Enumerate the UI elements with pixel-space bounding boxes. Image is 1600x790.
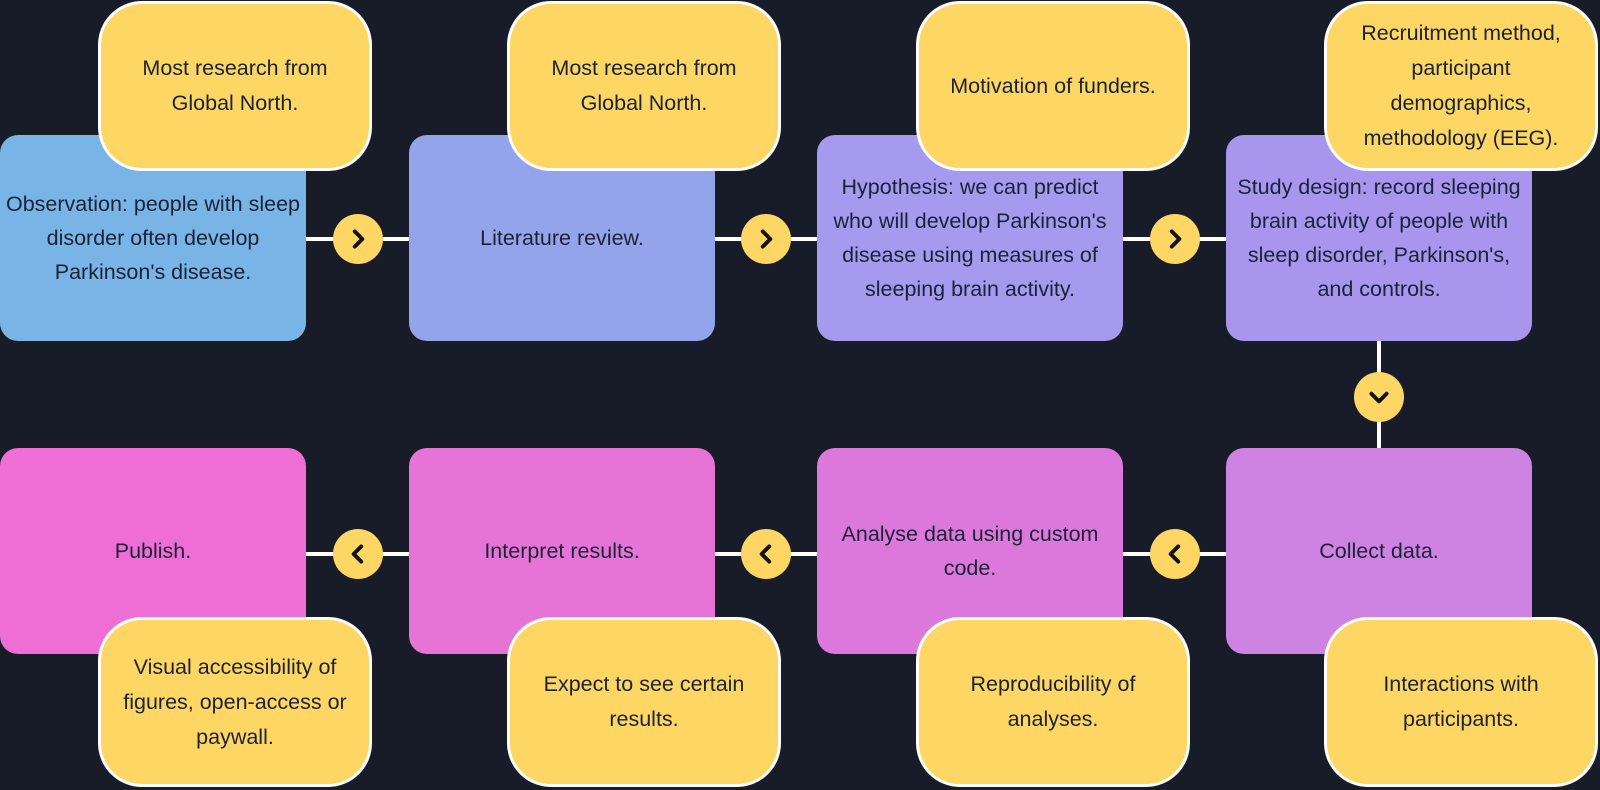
arrow-button-6[interactable] xyxy=(741,529,791,579)
note-research-bias-observation[interactable]: Most research from Global North. xyxy=(98,1,372,171)
step-label: Observation: people with sleep disorder … xyxy=(6,192,301,284)
note-label: Most research from Global North. xyxy=(551,56,737,115)
step-label: Interpret results. xyxy=(484,539,640,563)
note-expectation-bias[interactable]: Expect to see certain results. xyxy=(507,617,781,787)
chevron-right-icon xyxy=(1169,229,1182,249)
note-participant-interactions[interactable]: Interactions with participants. xyxy=(1324,617,1598,787)
chevron-left-icon xyxy=(759,544,772,564)
note-label: Visual accessibility of figures, open-ac… xyxy=(123,654,347,749)
arrow-button-4[interactable] xyxy=(1354,372,1404,422)
arrow-button-7[interactable] xyxy=(333,529,383,579)
note-label: Recruitment method, participant demograp… xyxy=(1361,21,1561,150)
note-visual-accessibility[interactable]: Visual accessibility of figures, open-ac… xyxy=(98,617,372,787)
arrow-button-2[interactable] xyxy=(741,214,791,264)
note-label: Motivation of funders. xyxy=(950,73,1156,98)
note-recruitment-method[interactable]: Recruitment method, participant demograp… xyxy=(1324,1,1598,171)
chevron-left-icon xyxy=(351,544,364,564)
step-label: Hypothesis: we can predict who will deve… xyxy=(833,175,1107,301)
step-label: Collect data. xyxy=(1319,539,1439,563)
step-label: Literature review. xyxy=(480,226,644,250)
arrow-button-5[interactable] xyxy=(1150,529,1200,579)
note-reproducibility[interactable]: Reproducibility of analyses. xyxy=(916,617,1190,787)
arrow-button-3[interactable] xyxy=(1150,214,1200,264)
note-label: Reproducibility of analyses. xyxy=(970,672,1136,731)
step-label: Publish. xyxy=(114,539,192,563)
step-label: Study design: record sleeping brain acti… xyxy=(1237,175,1521,301)
note-research-bias-literature[interactable]: Most research from Global North. xyxy=(507,1,781,171)
step-label: Analyse data using custom code. xyxy=(841,522,1099,580)
note-funder-motivation[interactable]: Motivation of funders. xyxy=(916,1,1190,171)
note-label: Most research from Global North. xyxy=(142,56,328,115)
chevron-down-icon xyxy=(1369,391,1389,404)
note-label: Expect to see certain results. xyxy=(543,672,745,731)
chevron-left-icon xyxy=(1168,544,1181,564)
chevron-right-icon xyxy=(760,229,773,249)
arrow-button-1[interactable] xyxy=(333,214,383,264)
note-label: Interactions with participants. xyxy=(1383,672,1539,731)
chevron-right-icon xyxy=(352,229,365,249)
